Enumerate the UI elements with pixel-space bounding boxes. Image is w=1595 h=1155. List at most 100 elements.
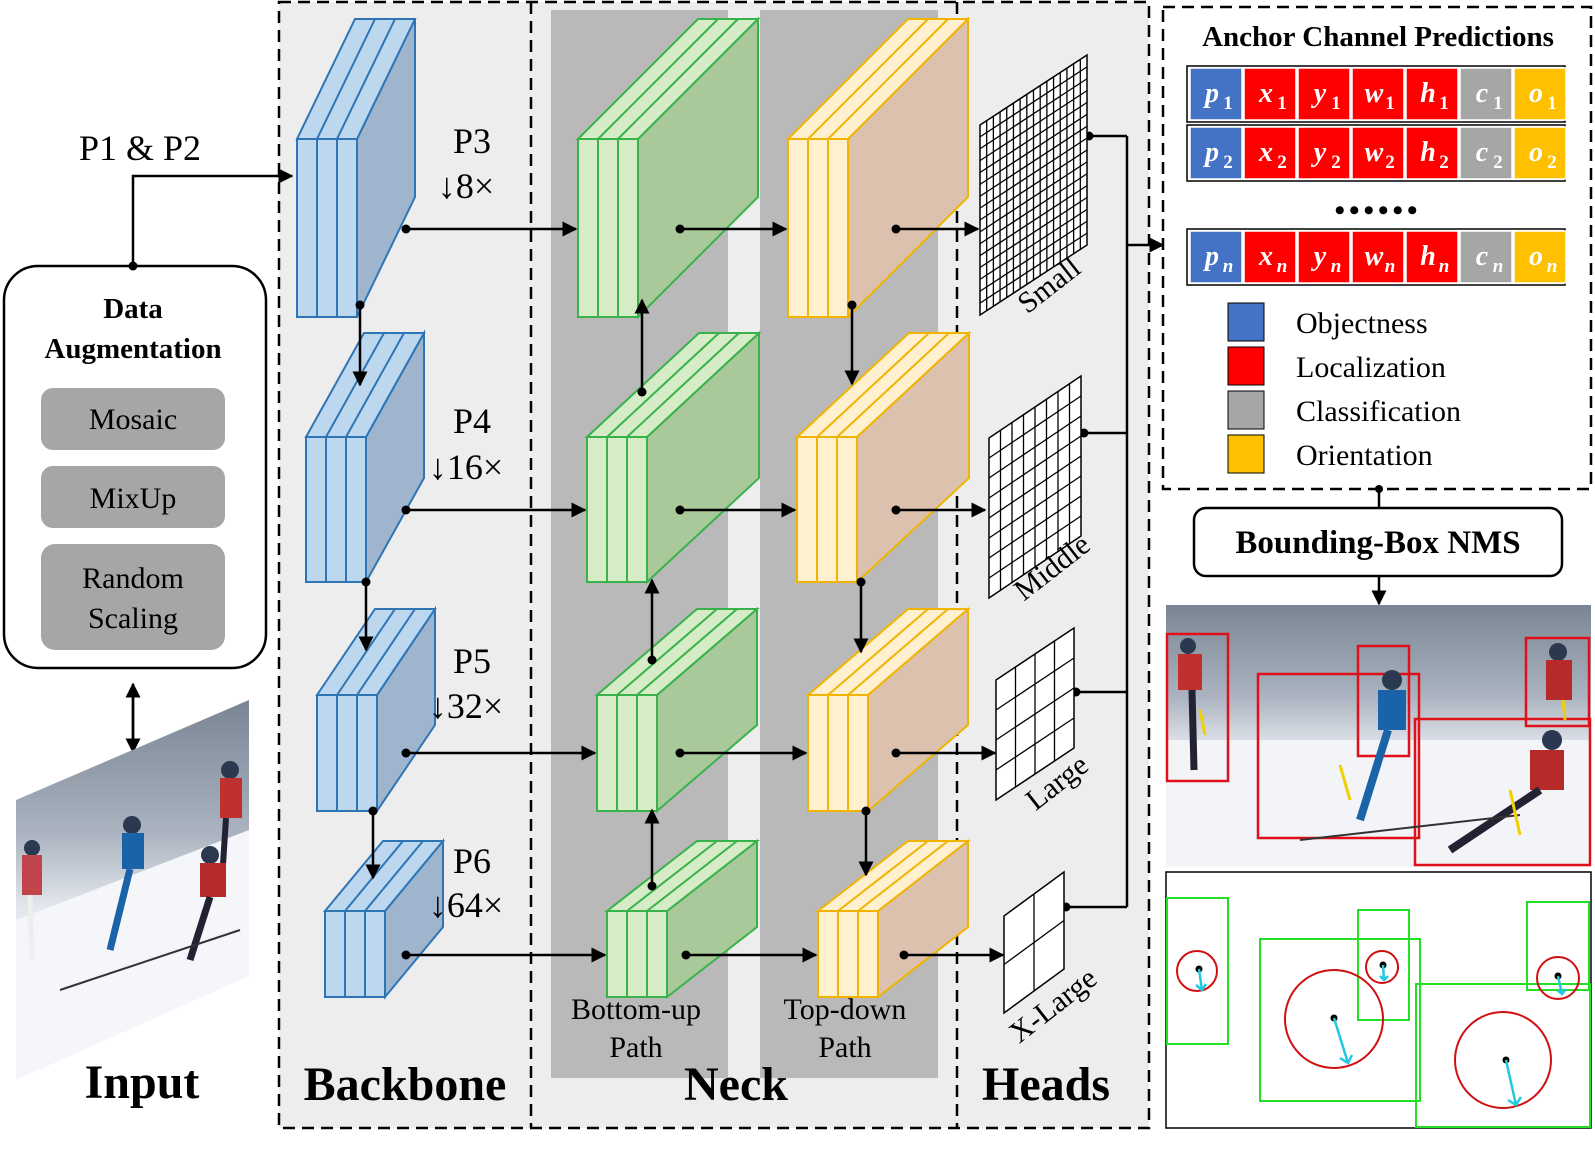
cell-index-yn: n xyxy=(1331,256,1342,277)
legend: ObjectnessLocalizationClassificationOrie… xyxy=(1227,302,1461,474)
cell-index-h2: 2 xyxy=(1439,152,1449,173)
cell-w1 xyxy=(1351,67,1405,121)
backbone-p5-block xyxy=(315,605,437,815)
cell-symbol-xn: x xyxy=(1258,241,1273,272)
bottomup-p6-block xyxy=(604,838,760,1000)
neck-title: Neck xyxy=(684,1058,788,1111)
detection-result-image xyxy=(1165,605,1592,867)
cell-symbol-p1: p xyxy=(1203,78,1219,109)
cell-hn xyxy=(1405,230,1459,284)
legend-item-classification: Classification xyxy=(1227,390,1461,430)
mixup-chip xyxy=(41,466,225,528)
det-box-2 xyxy=(1256,672,1421,840)
level-labels: P3 ↓8× P4 ↓16× P5 ↓32× P6 ↓64× xyxy=(429,121,503,925)
cell-symbol-o2: o xyxy=(1529,137,1543,168)
cell-symbol-on: o xyxy=(1529,241,1543,272)
augmentation-title-line2: Augmentation xyxy=(44,333,221,365)
cell-y2 xyxy=(1297,126,1351,180)
cell-c1 xyxy=(1459,67,1513,121)
cell-symbol-x2: x xyxy=(1258,137,1273,168)
cell-wn xyxy=(1351,230,1405,284)
cell-index-p2: 2 xyxy=(1223,152,1233,173)
bottomup-p3-block xyxy=(575,16,761,320)
top-down-label-2: Path xyxy=(818,1031,871,1064)
cell-symbol-hn: h xyxy=(1420,241,1436,272)
legend-item-orientation: Orientation xyxy=(1227,434,1433,474)
aug-to-backbone-arrow xyxy=(131,168,294,266)
cell-p2 xyxy=(1189,126,1243,180)
cell-index-w2: 2 xyxy=(1385,152,1395,173)
p6-label: P6 xyxy=(453,841,491,881)
cell-index-c1: 1 xyxy=(1493,93,1503,114)
cell-symbol-w2: w xyxy=(1365,137,1384,168)
cell-symbol-x1: x xyxy=(1258,78,1273,109)
p4-label: P4 xyxy=(453,401,491,441)
det-box-4 xyxy=(1524,636,1591,728)
cell-c2 xyxy=(1459,126,1513,180)
cell-index-x2: 2 xyxy=(1277,152,1287,173)
cell-symbol-pn: p xyxy=(1203,241,1219,272)
cell-yn xyxy=(1297,230,1351,284)
cell-o1 xyxy=(1513,67,1567,121)
legend-swatch xyxy=(1227,302,1265,342)
feature-blocks xyxy=(295,16,972,1000)
cell-index-xn: n xyxy=(1277,256,1288,277)
cell-symbol-p2: p xyxy=(1203,137,1219,168)
cell-o2 xyxy=(1513,126,1567,180)
cell-index-h1: 1 xyxy=(1439,93,1449,114)
cell-h1 xyxy=(1405,67,1459,121)
cell-index-pn: n xyxy=(1223,256,1234,277)
legend-swatch xyxy=(1227,390,1265,430)
det-box-1 xyxy=(1165,632,1230,783)
cell-index-x1: 1 xyxy=(1277,93,1287,114)
cell-index-w1: 1 xyxy=(1385,93,1395,114)
cell-p1 xyxy=(1189,67,1243,121)
cell-xn xyxy=(1243,230,1297,284)
cell-index-wn: n xyxy=(1385,256,1396,277)
cell-symbol-c2: c xyxy=(1476,137,1489,168)
scaling-label: Scaling xyxy=(88,602,178,635)
network-frame xyxy=(277,0,1151,1130)
cell-x2 xyxy=(1243,126,1297,180)
cell-w2 xyxy=(1351,126,1405,180)
bottom-up-label-1: Bottom-up xyxy=(571,993,701,1026)
cell-index-cn: n xyxy=(1493,256,1504,277)
legend-swatch xyxy=(1227,346,1265,386)
cell-symbol-y2: y xyxy=(1311,137,1327,168)
heads-title: Heads xyxy=(982,1058,1110,1111)
cell-index-o1: 1 xyxy=(1547,93,1557,114)
p6-stride: ↓64× xyxy=(429,885,503,925)
cell-h2 xyxy=(1405,126,1459,180)
cell-index-y1: 1 xyxy=(1331,93,1341,114)
mixup-label: MixUp xyxy=(90,482,177,515)
head-small-grid: Small xyxy=(979,53,1088,320)
predictions-title: Anchor Channel Predictions xyxy=(1202,21,1554,53)
cell-pn xyxy=(1189,230,1243,284)
p5-stride: ↓32× xyxy=(429,686,503,726)
cell-symbol-c1: c xyxy=(1476,78,1489,109)
p5-label: P5 xyxy=(453,641,491,681)
legend-swatch xyxy=(1227,434,1265,474)
topdown-p5-block xyxy=(805,606,971,814)
legend-label: Objectness xyxy=(1296,307,1428,340)
cell-index-y2: 2 xyxy=(1331,152,1341,173)
cell-on xyxy=(1513,230,1567,284)
nms-label: Bounding-Box NMS xyxy=(1235,525,1520,561)
cell-symbol-y1: y xyxy=(1311,78,1327,109)
cell-symbol-wn: w xyxy=(1365,241,1384,272)
backbone-p6-block xyxy=(322,838,446,1000)
cell-x1 xyxy=(1243,67,1297,121)
bottomup-p4-block xyxy=(584,330,762,585)
mosaic-chip xyxy=(41,388,225,450)
legend-item-localization: Localization xyxy=(1227,346,1446,386)
cell-index-hn: n xyxy=(1439,256,1450,277)
cell-symbol-h2: h xyxy=(1420,137,1436,168)
input-image xyxy=(16,700,249,1080)
bottom-up-label-2: Path xyxy=(609,1031,662,1064)
topdown-p3-block xyxy=(785,16,971,320)
